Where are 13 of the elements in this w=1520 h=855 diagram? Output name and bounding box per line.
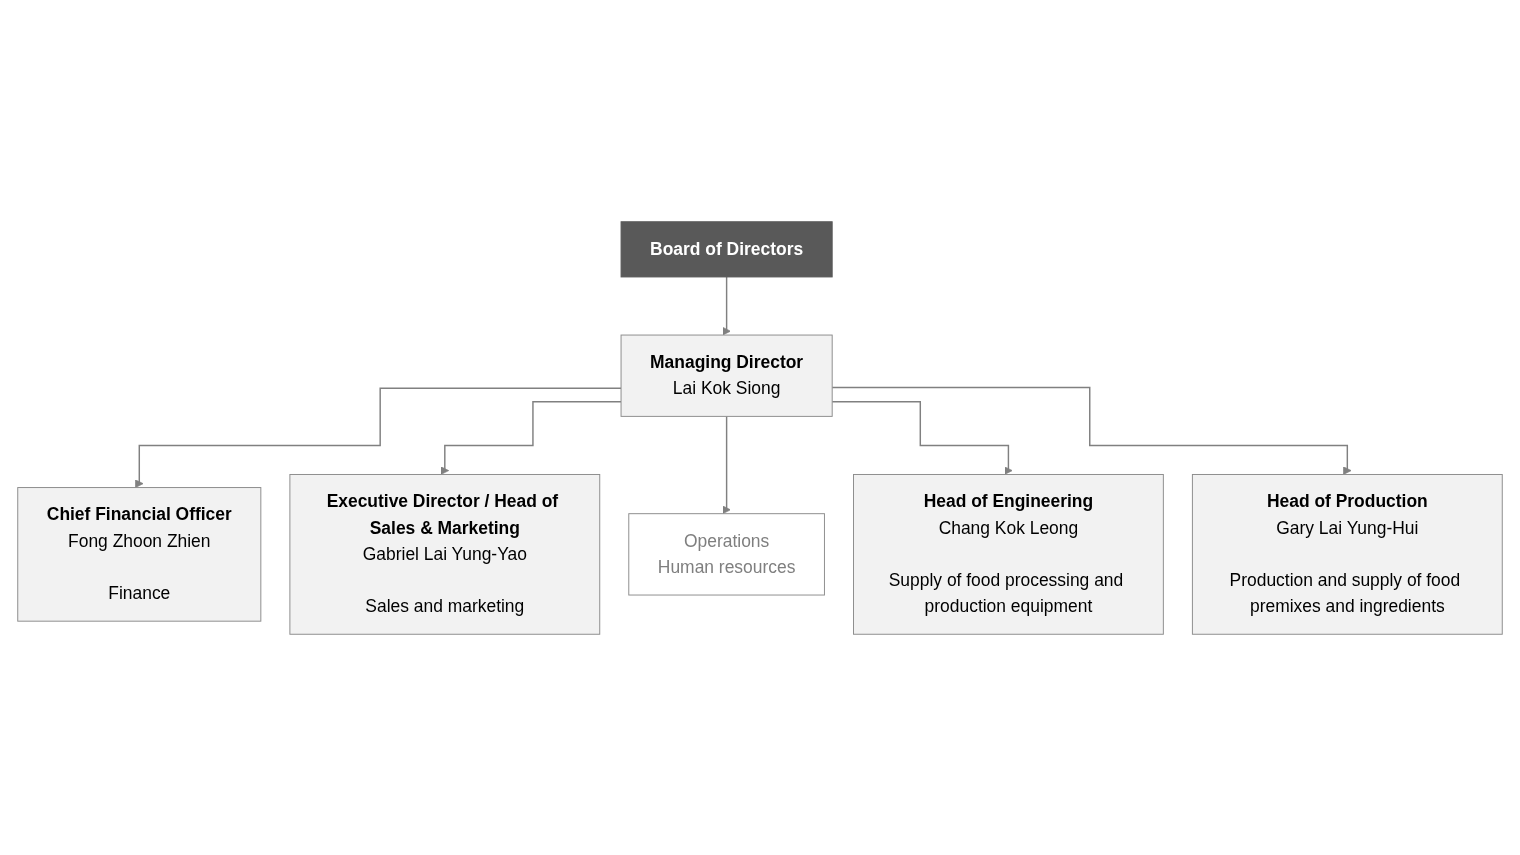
node-box: Managing Director Lai Kok Siong (620, 334, 833, 417)
arrow (831, 386, 1352, 475)
node-box: Board of Directors (620, 220, 833, 277)
arrow (722, 275, 731, 335)
node-box: Head of Engineering Chang Kok Leong Supply of food processing and production equipment (853, 473, 1164, 635)
node-box: Operations Human resources (628, 512, 825, 595)
arrow (135, 387, 622, 488)
node-box: Head of Production Gary Lai Yung-Hui Production and supply of food premixes and ingredients (1191, 473, 1503, 635)
arrow (831, 400, 1013, 475)
arrow (722, 415, 731, 514)
arrow (440, 400, 622, 475)
node-box: Chief Financial Officer Fong Zhoon Zhien Finance (17, 486, 262, 622)
node-box: Executive Director / Head of Sales & Marketing Gabriel Lai Yung-Yao Sales and marketing (289, 473, 601, 635)
